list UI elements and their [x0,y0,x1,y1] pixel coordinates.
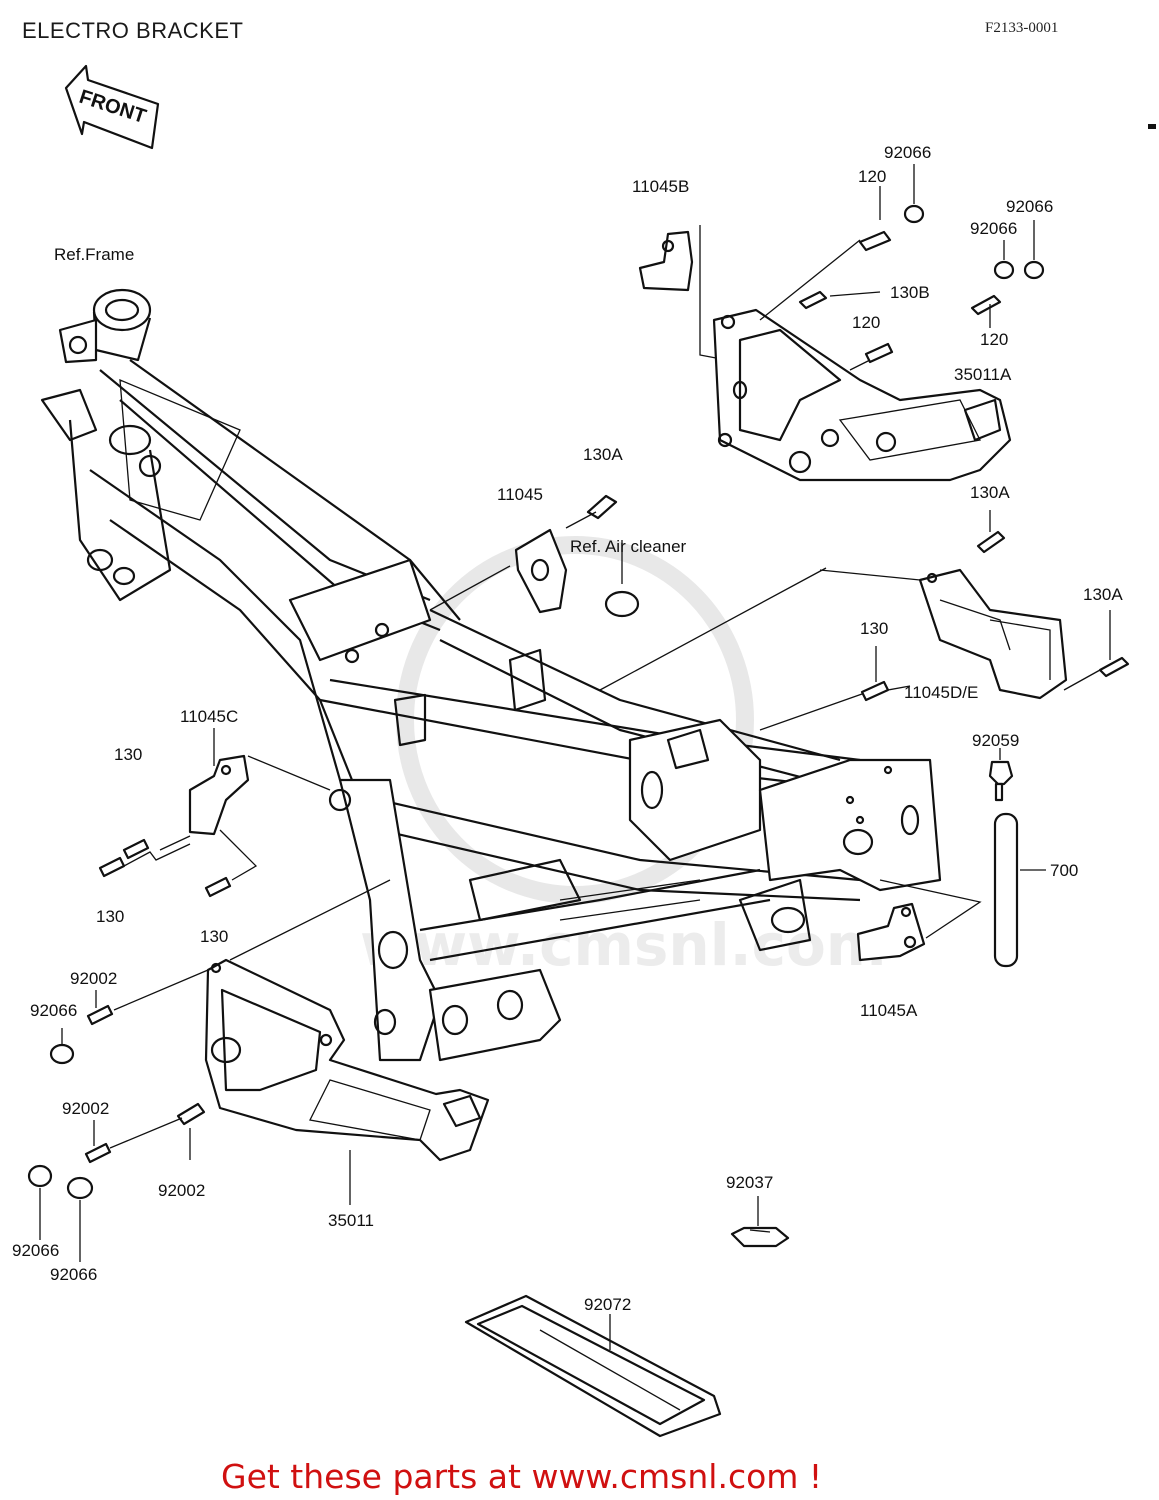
part-92037 [730,1196,790,1248]
label-92072: 92072 [584,1295,631,1314]
label-11045de: 11045D/E [904,683,978,702]
label-ref-frame: Ref.Frame [54,245,134,264]
label-11045a: 11045A [860,1001,918,1020]
label-35011: 35011 [328,1211,374,1230]
label-11045b: 11045B [632,177,689,196]
edge-mark [1148,124,1156,129]
label-92002-c: 92002 [158,1181,205,1200]
part-11045A [856,879,982,962]
label-120-mid: 120 [852,313,880,332]
part-11045B [638,225,717,359]
fasteners-top-right [759,164,1045,371]
label-92037: 92037 [726,1173,773,1192]
label-130-left3: 130 [200,927,228,946]
label-92066-bl2: 92066 [50,1265,97,1284]
label-130-mid: 130 [860,619,888,638]
part-11045DE [599,510,1130,731]
watermark: www.cmsnl.com [360,536,886,979]
label-35011a: 35011A [954,365,1012,384]
figure-code: F2133-0001 [985,20,1058,36]
label-11045: 11045 [497,485,543,504]
part-700-rod [988,748,1046,968]
label-92066-r2: 92066 [970,219,1017,238]
label-130-left1: 130 [114,745,142,764]
part-11045C [98,728,331,898]
part-labels: Ref.Frame Ref. Air cleaner 11045B 120 92… [12,143,1123,1314]
label-92066-bl1: 92066 [12,1241,59,1260]
label-130a-top: 130A [583,445,623,464]
main-frame [40,288,942,1062]
label-130b: 130B [890,283,930,302]
fasteners-lower-left [27,879,391,1262]
label-92066-r1: 92066 [1006,197,1053,216]
label-130a-far: 130A [1083,585,1123,604]
label-700: 700 [1050,861,1078,880]
label-120-top: 120 [858,167,886,186]
label-120-right: 120 [980,330,1008,349]
label-92002-b: 92002 [62,1099,109,1118]
label-92066-l1: 92066 [30,1001,77,1020]
label-130a-right: 130A [970,483,1010,502]
watermark-text: www.cmsnl.com [360,911,886,979]
front-arrow-icon: FRONT [64,64,160,150]
part-11045 [429,494,640,618]
part-92072 [464,1294,722,1438]
label-11045c: 11045C [180,707,238,726]
part-35011A [712,308,1012,482]
label-92066-top: 92066 [884,143,931,162]
label-92059: 92059 [972,731,1019,750]
label-ref-air-cleaner: Ref. Air cleaner [570,537,687,556]
label-130-left2: 130 [96,907,124,926]
label-92002-a: 92002 [70,969,117,988]
promo-link[interactable]: Get these parts at www.cmsnl.com ! [221,1457,822,1496]
part-35011 [204,958,490,1205]
page-title: ELECTRO BRACKET [22,18,243,43]
